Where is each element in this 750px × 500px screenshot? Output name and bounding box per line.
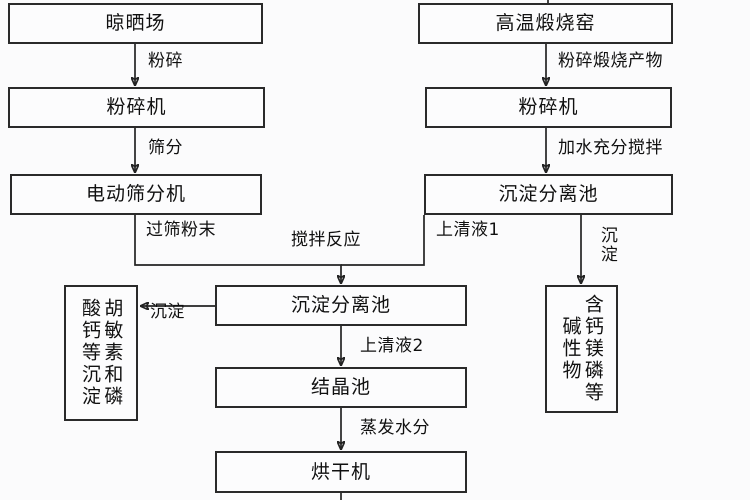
flow-edge-label-e10: 上清液2 [360, 336, 424, 356]
flow-edge-label-e9: 沉淀 [150, 302, 185, 322]
flow-edge-label-e8: 沉淀 [596, 226, 617, 264]
flow-edge-label-e4: 加水充分搅拌 [558, 138, 663, 158]
process-node-n10[interactable]: 结晶池 [215, 367, 467, 408]
process-node-n8[interactable]: 沉淀分离池 [215, 285, 467, 326]
flow-edge-label-e3: 筛分 [148, 138, 183, 158]
process-node-n3[interactable]: 粉碎机 [8, 87, 265, 128]
flow-edge-label-e2: 粉碎煅烧产物 [558, 51, 663, 71]
process-node-n7[interactable]: 胡敏素和磷酸钙等沉淀 [64, 285, 138, 421]
flow-edge-label-e6: 搅拌反应 [291, 230, 361, 250]
flow-edge-label-e11: 蒸发水分 [360, 418, 430, 438]
process-node-n5[interactable]: 电动筛分机 [10, 174, 262, 215]
process-node-n2[interactable]: 高温煅烧窑 [418, 3, 673, 44]
process-node-n9[interactable]: 含钙镁磷等碱性物 [545, 285, 618, 413]
flow-edge-label-e7: 上清液1 [436, 220, 500, 240]
process-node-n6[interactable]: 沉淀分离池 [424, 174, 673, 215]
process-node-n1[interactable]: 晾晒场 [8, 3, 263, 44]
process-node-n11[interactable]: 烘干机 [215, 451, 467, 493]
flow-edge-label-e1: 粉碎 [148, 51, 183, 71]
process-node-n4[interactable]: 粉碎机 [425, 87, 672, 128]
flow-edge-label-e5: 过筛粉末 [146, 220, 216, 240]
wire-group [135, 0, 581, 500]
